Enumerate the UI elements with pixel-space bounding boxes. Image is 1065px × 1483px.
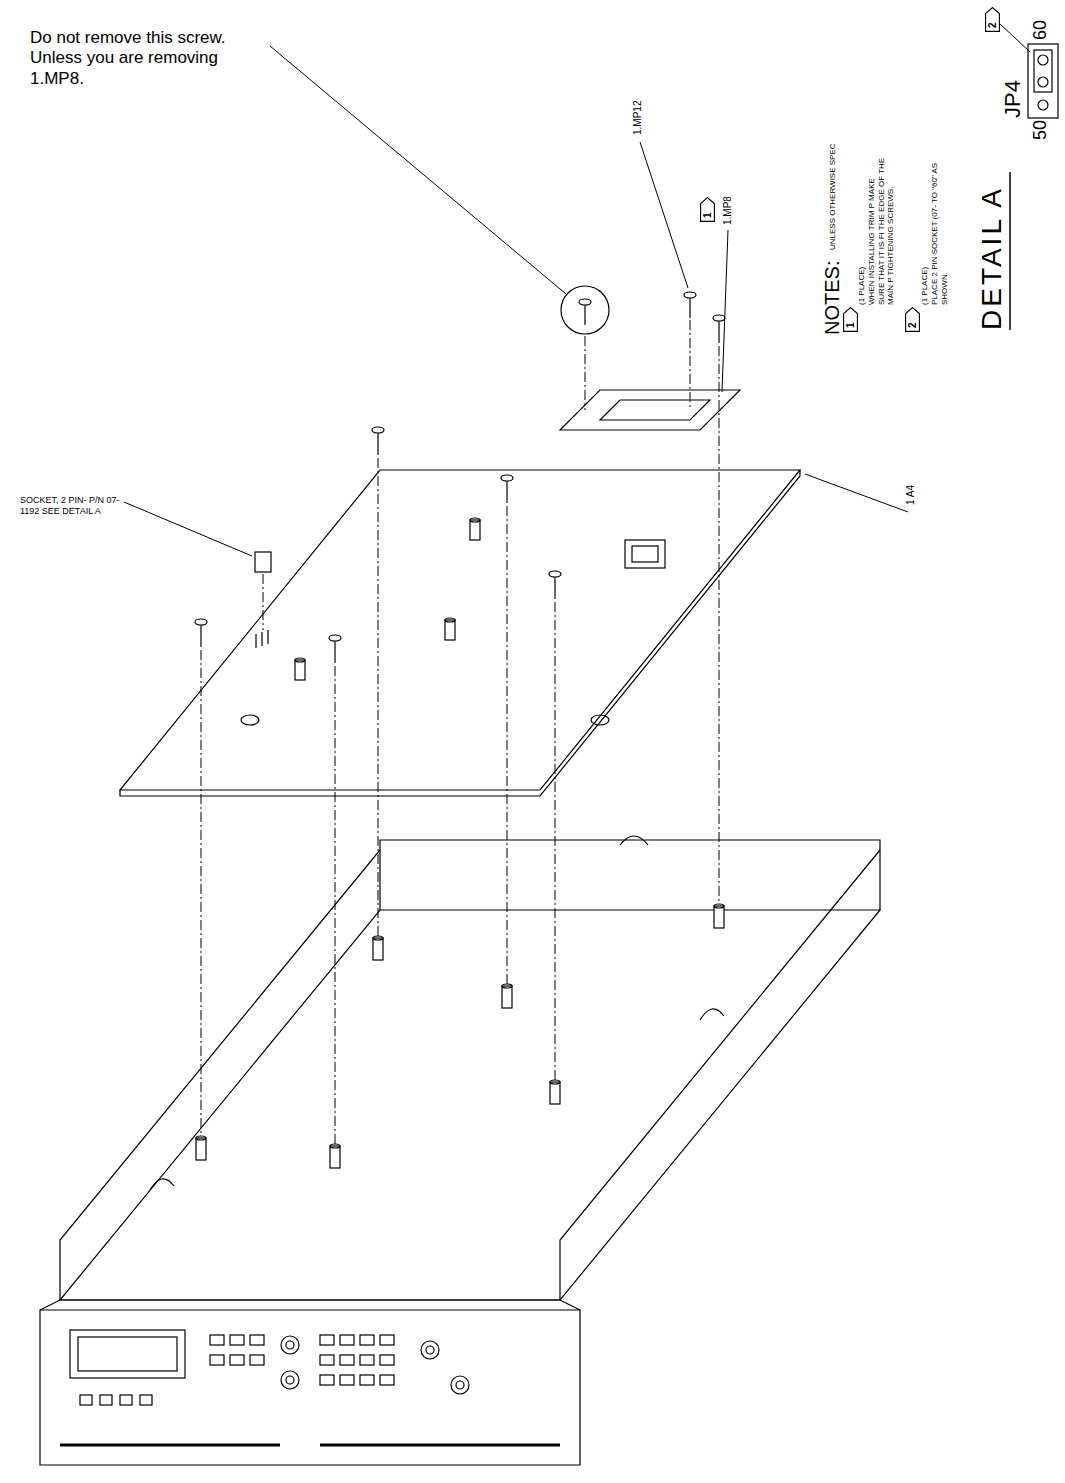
chassis-floor [60,910,880,1300]
flag-outline [905,307,920,332]
connector [625,540,665,568]
detail-title: DETAIL A [975,186,1009,330]
pin-socket [255,552,271,572]
trim-piece [560,390,740,430]
note-text: PLACE 2 PIN SOCKET (07- TO "60" AS SHOWN… [930,155,949,305]
button-grid [80,1335,394,1405]
flag-outline [700,197,715,222]
part-number: 1.MP8 [722,196,734,225]
jumper-detail [1028,44,1058,118]
header-pins [256,630,268,648]
notes-heading: NOTES: [820,261,844,335]
trim-slot [600,400,710,420]
jumper-position: 60 [1030,20,1052,40]
flag-outline [843,307,858,332]
highlight-circle [561,286,609,334]
note-flag: 1 [843,307,858,332]
title-underline [1009,172,1011,330]
jumper-position: 50 [1030,120,1052,140]
note-flag: 2 [985,7,1000,32]
flag-number: 1 [843,307,858,332]
note-text: WHEN INSTALLING TRIM P MAKE SURE THAT IT… [867,155,896,305]
warning-note: Do not remove this screw. Unless you are… [30,28,265,89]
standoffs [196,904,724,1168]
front-panel [40,1310,580,1465]
flag-number: 2 [905,307,920,332]
leader-lines [124,24,1030,556]
wall-cutout [150,836,724,1190]
note-flag: 1 [700,197,715,222]
display-window [78,1337,177,1371]
jumper-name: JP4 [1000,80,1026,118]
part-callout: SOCKET, 2 PIN- P/N 07-1192 SEE DETAIL A [20,495,120,517]
chassis-back-wall [380,840,880,910]
part-number: 1 A4 [905,485,917,505]
screws [195,292,725,663]
note-scope: (1 PLACE) [857,267,867,305]
center-lines [201,320,719,1144]
notes-subheading: UNLESS OTHERWISE SPEC [828,143,838,250]
part-number: 1.MP12 [632,101,644,135]
board-standoffs [241,518,609,725]
flag-outline [985,7,1000,32]
flag-number: 2 [985,7,1000,32]
circuit-board [120,470,800,790]
note-scope: (1 PLACE) [920,267,930,305]
chassis-left-wall [60,850,380,1300]
board-edge [120,470,800,796]
chassis-right-wall [560,850,880,1300]
front-panel-bevel [40,1300,580,1310]
drive-slots [60,1444,560,1447]
knobs [281,1336,469,1394]
display [70,1330,185,1378]
note-flag: 2 [905,307,920,332]
flag-number: 1 [700,197,715,222]
